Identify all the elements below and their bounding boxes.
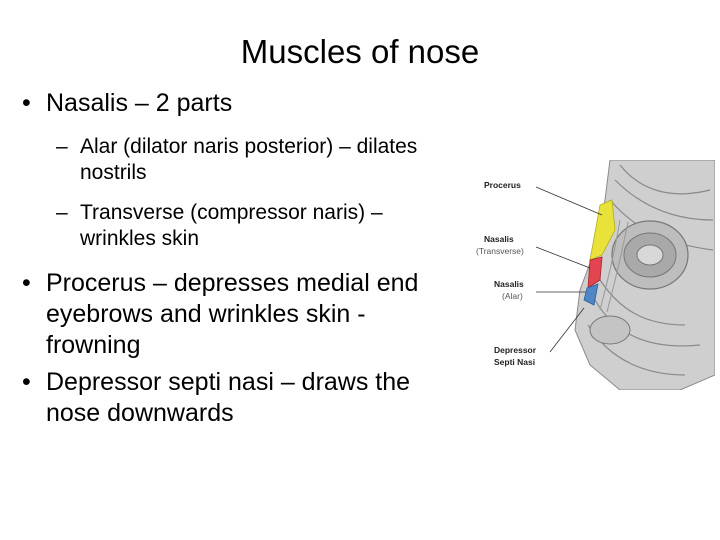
sub-bullet-transverse: – Transverse (compressor naris) – wrinkl… [22, 200, 440, 252]
bullet-text: Depressor septi nasi – draws the nose do… [46, 368, 411, 427]
procerus-muscle [589, 199, 616, 261]
sub-bullet-marker: – [56, 201, 68, 224]
label-depressor-1: Depressor [494, 345, 537, 355]
label-nasalis-transverse-sub: (Transverse) [476, 246, 524, 256]
bullet-marker: • [22, 89, 31, 117]
leader-line [549, 307, 585, 353]
sub-bullet-marker: – [56, 135, 68, 158]
sub-bullet-text: Transverse (compressor naris) – wrinkles… [80, 201, 383, 250]
bullet-marker: • [22, 368, 31, 396]
label-nasalis-alar: Nasalis [494, 279, 524, 289]
bullet-text: Procerus – depresses medial end eyebrows… [46, 269, 419, 359]
leader-line [535, 246, 591, 269]
label-nasalis-transverse: Nasalis [484, 234, 514, 244]
bullet-procerus: • Procerus – depresses medial end eyebro… [22, 268, 466, 361]
label-depressor-2: Septi Nasi [494, 357, 535, 367]
bullet-depressor: • Depressor septi nasi – draws the nose … [22, 367, 466, 429]
slide-title: Muscles of nose [240, 33, 480, 70]
label-nasalis-alar-sub: (Alar) [502, 291, 523, 301]
bullet-marker: • [22, 269, 31, 297]
sub-bullet-alar: – Alar (dilator naris posterior) – dilat… [22, 134, 440, 186]
anatomy-figure: Procerus Nasalis (Transverse) Nasalis (A… [476, 159, 716, 391]
sub-bullet-text: Alar (dilator naris posterior) – dilates… [80, 135, 418, 184]
bullet-nasalis: • Nasalis – 2 parts [22, 88, 472, 119]
nose-muscles-illustration: Procerus Nasalis (Transverse) Nasalis (A… [470, 159, 716, 391]
bullet-text: Nasalis – 2 parts [46, 89, 233, 117]
label-procerus: Procerus [484, 180, 521, 190]
bullet-list: • Nasalis – 2 parts – Alar (dilator nari… [22, 88, 472, 429]
nasalis-alar-muscle [583, 283, 599, 306]
leader-line [535, 186, 603, 216]
nasalis-transverse-muscle [587, 256, 603, 289]
